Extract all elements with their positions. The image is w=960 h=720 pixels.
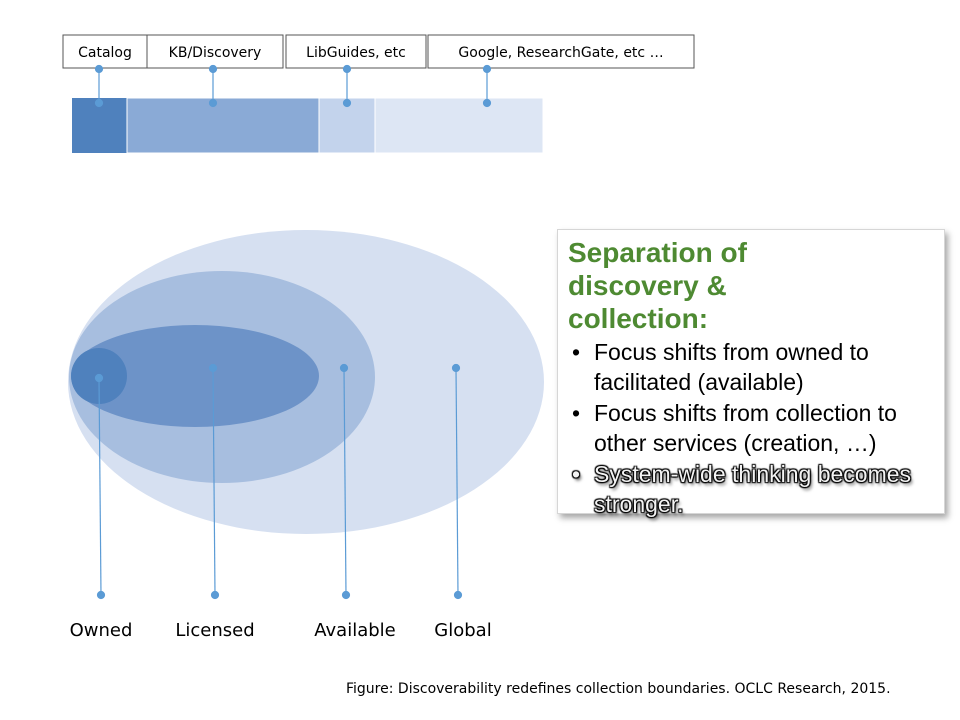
scope-label-owned: Owned [70,620,133,641]
top-label-kb-discovery-text: KB/Discovery [169,45,262,61]
callout-title: Separation of discovery & collection: [568,237,747,335]
figure-caption: Figure: Discoverability redefines collec… [346,681,891,697]
callout-bullet-list: Focus shifts from owned to facilitated (… [568,337,934,519]
callout-bullet: Focus shifts from collection to other se… [568,398,934,459]
scope-label-licensed: Licensed [175,620,254,641]
bar-segment-owned [72,98,127,153]
top-label-google-text: Google, ResearchGate, etc … [458,45,663,61]
bottom-connectors [94,363,463,600]
bar-segment-global [374,97,544,154]
callout-bullet: Focus shifts from owned to facilitated (… [568,337,934,398]
top-connectors [94,64,492,108]
bar-segment-licensed [126,97,320,154]
top-label-google: Google, ResearchGate, etc … [427,34,695,69]
top-label-kb-discovery: KB/Discovery [146,34,284,69]
top-label-libguides: LibGuides, etc [285,34,427,69]
top-label-libguides-text: LibGuides, etc [306,45,406,61]
callout-bullet-emphasis: System-wide thinking becomes stronger. [568,459,934,520]
callout-box: Separation of discovery & collection: Fo… [557,229,945,517]
scope-label-global: Global [434,620,491,641]
scope-label-available: Available [314,620,395,641]
top-label-catalog: Catalog [62,34,148,69]
ellipse-licensed [71,325,319,427]
top-label-catalog-text: Catalog [78,45,132,61]
